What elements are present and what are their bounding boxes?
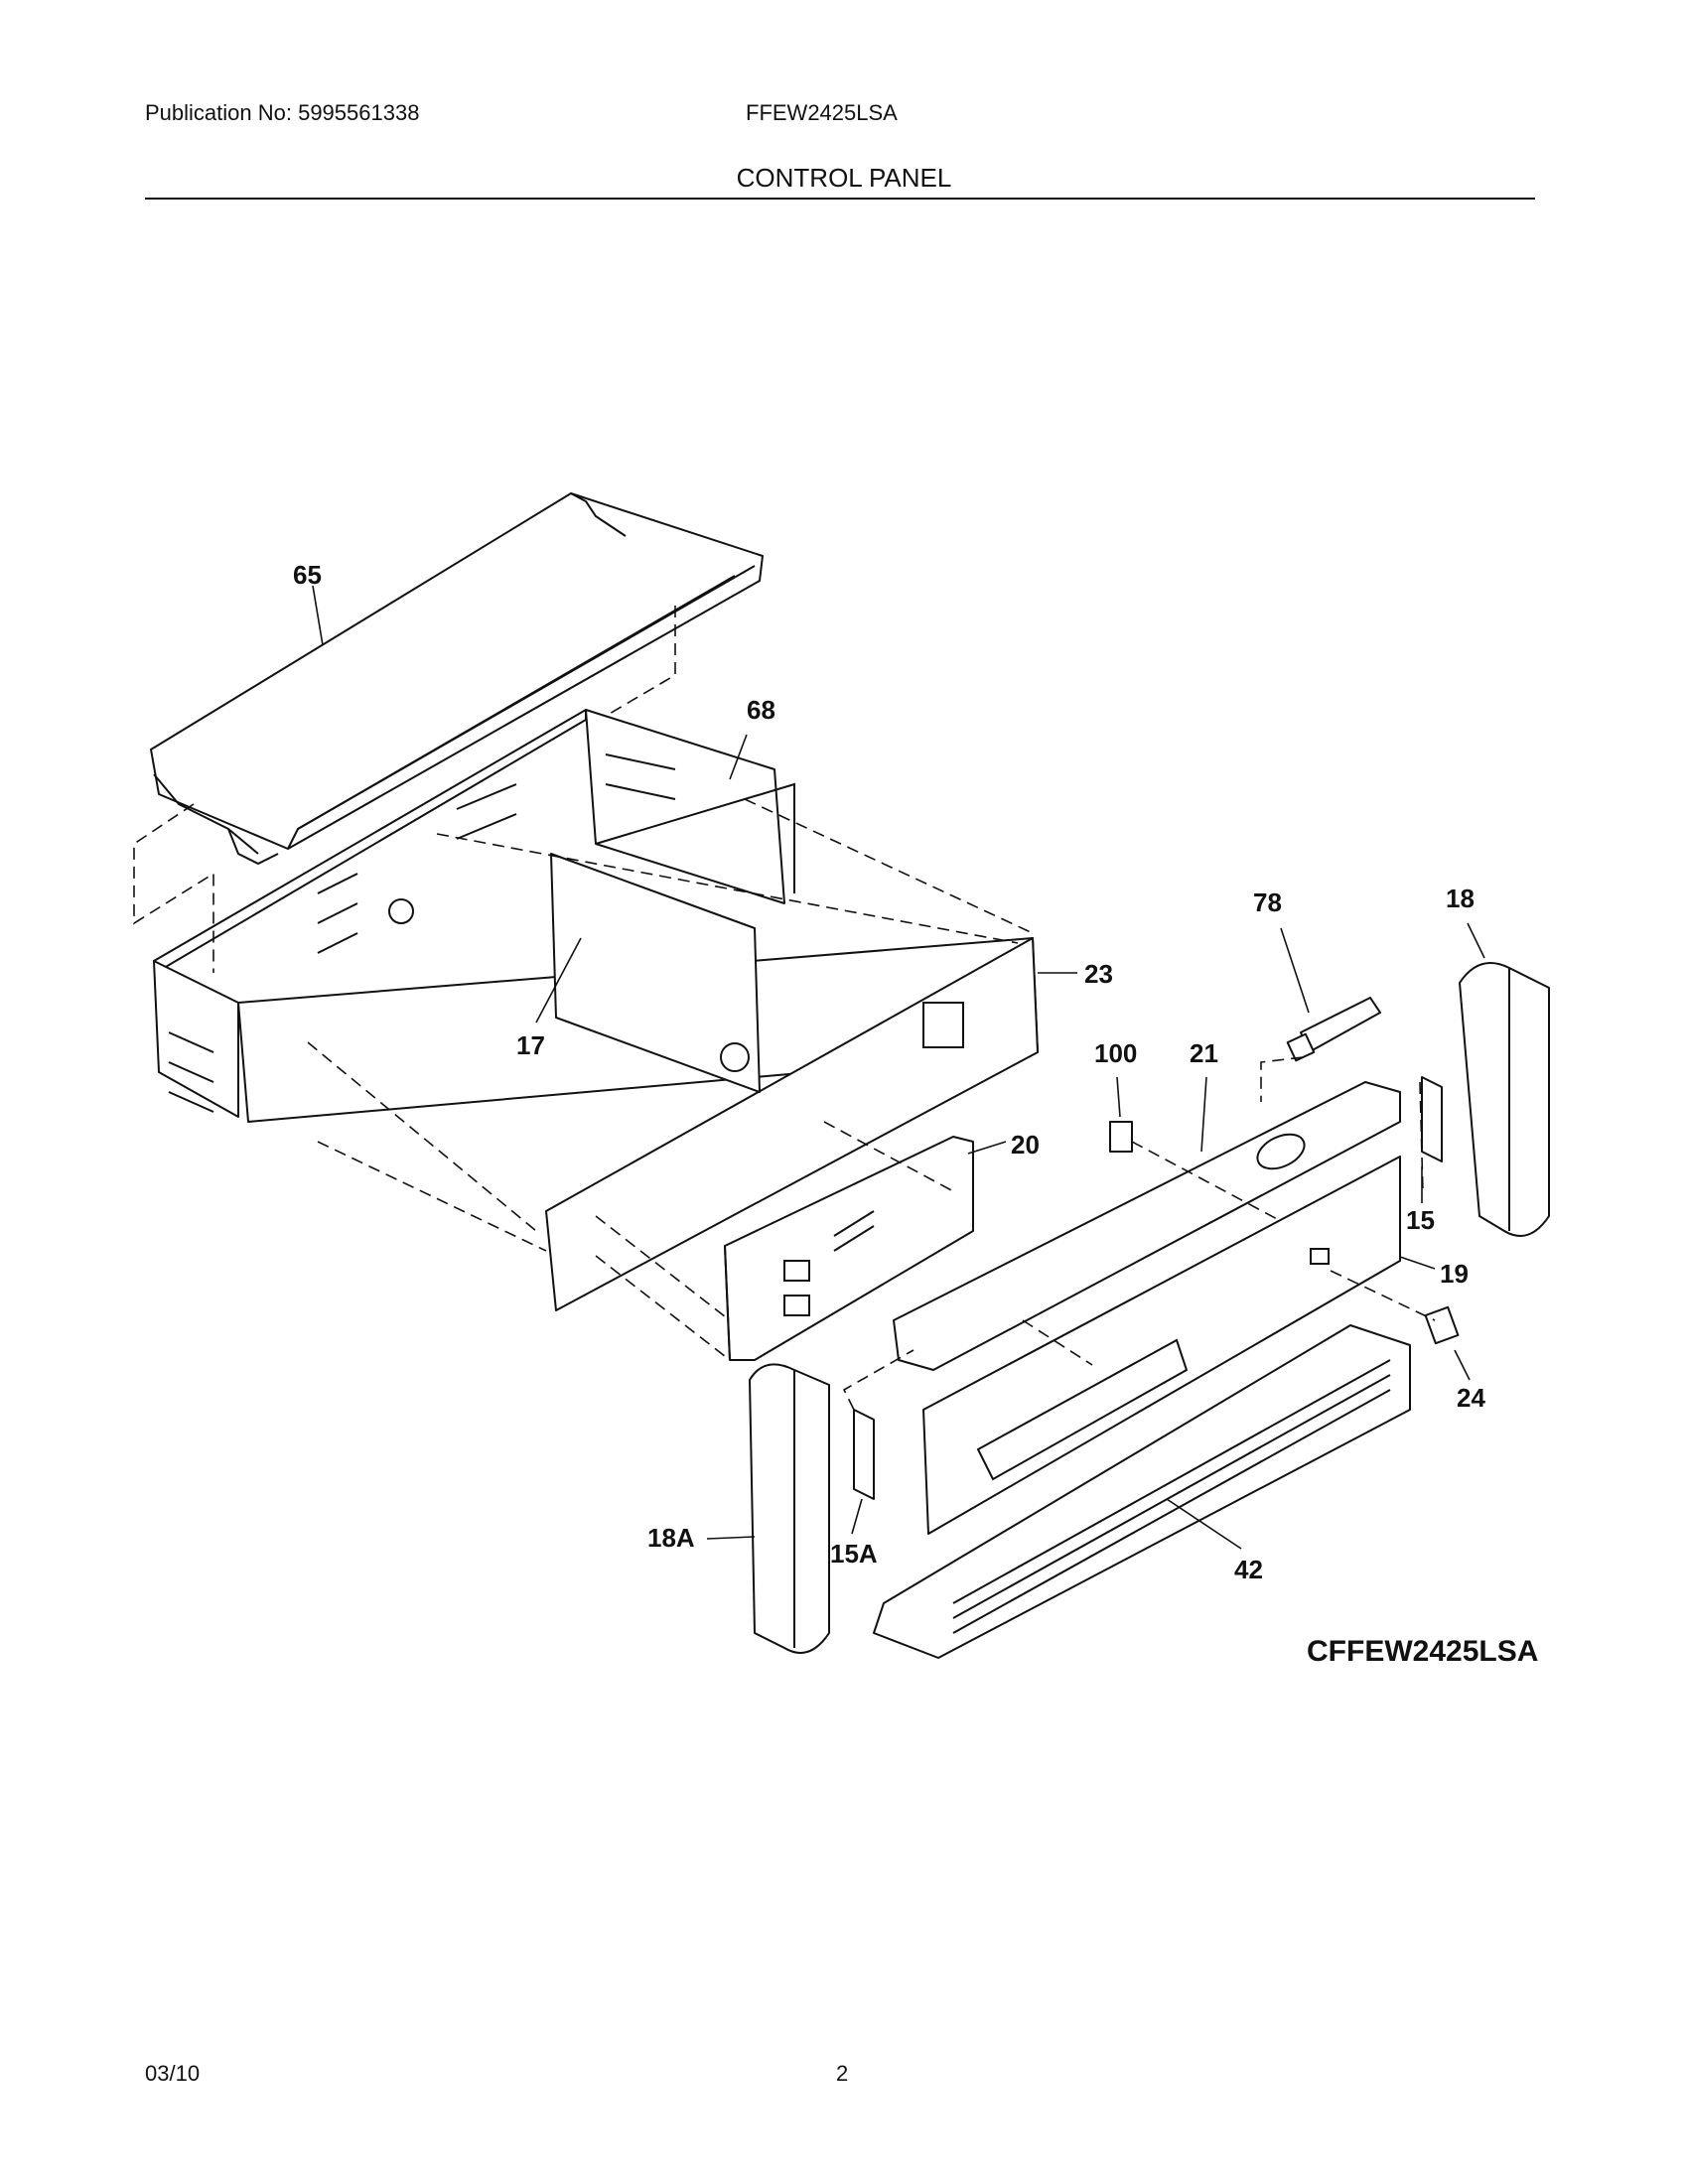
- part-24-switch: [1424, 1305, 1460, 1345]
- header-rule: [145, 198, 1535, 200]
- part-15A-bracket: [853, 1409, 875, 1500]
- footer-date: 03/10: [145, 2061, 201, 2086]
- callout-18A: 18A: [647, 1523, 695, 1553]
- callout-15: 15: [1406, 1205, 1435, 1235]
- model-number: FFEW2425LSA: [746, 100, 898, 125]
- callout-17: 17: [516, 1030, 545, 1060]
- part-15-bracket: [1421, 1076, 1443, 1162]
- part-18-end-cap: [1459, 962, 1550, 1237]
- assembly-lines: [133, 606, 1436, 1411]
- page-number: 2: [836, 2061, 849, 2086]
- callout-100: 100: [1094, 1038, 1137, 1068]
- callout-21: 21: [1190, 1038, 1218, 1068]
- callout-19: 19: [1440, 1259, 1469, 1289]
- section-title: CONTROL PANEL: [736, 163, 952, 193]
- callout-68: 68: [747, 695, 775, 725]
- part-78-knob: [1286, 997, 1381, 1062]
- leader-lines: [312, 585, 1485, 1550]
- part-19-panel: [922, 1156, 1401, 1535]
- publication-number: Publication No: 5995561338: [145, 100, 420, 125]
- callout-labels: 65 68 17 23 78 18 100 21 20 15 19 24 18A…: [293, 560, 1485, 1584]
- part-17-baffle: [550, 853, 761, 1093]
- callout-15A: 15A: [830, 1539, 878, 1569]
- callout-18: 18: [1446, 884, 1475, 913]
- part-100-sensor: [1109, 1121, 1133, 1153]
- part-65-top-cover: [150, 492, 764, 866]
- part-42-bottom-trim: [873, 1324, 1411, 1659]
- part-21-panel-trim: [893, 1081, 1401, 1371]
- figure-code: CFFEW2425LSA: [1307, 1635, 1539, 1668]
- callout-23: 23: [1084, 959, 1113, 989]
- callout-20: 20: [1011, 1130, 1040, 1160]
- callout-24: 24: [1457, 1383, 1485, 1413]
- callout-42: 42: [1234, 1555, 1263, 1584]
- callout-78: 78: [1253, 887, 1282, 917]
- callout-65: 65: [293, 560, 322, 590]
- part-18A-end-cap: [749, 1363, 830, 1654]
